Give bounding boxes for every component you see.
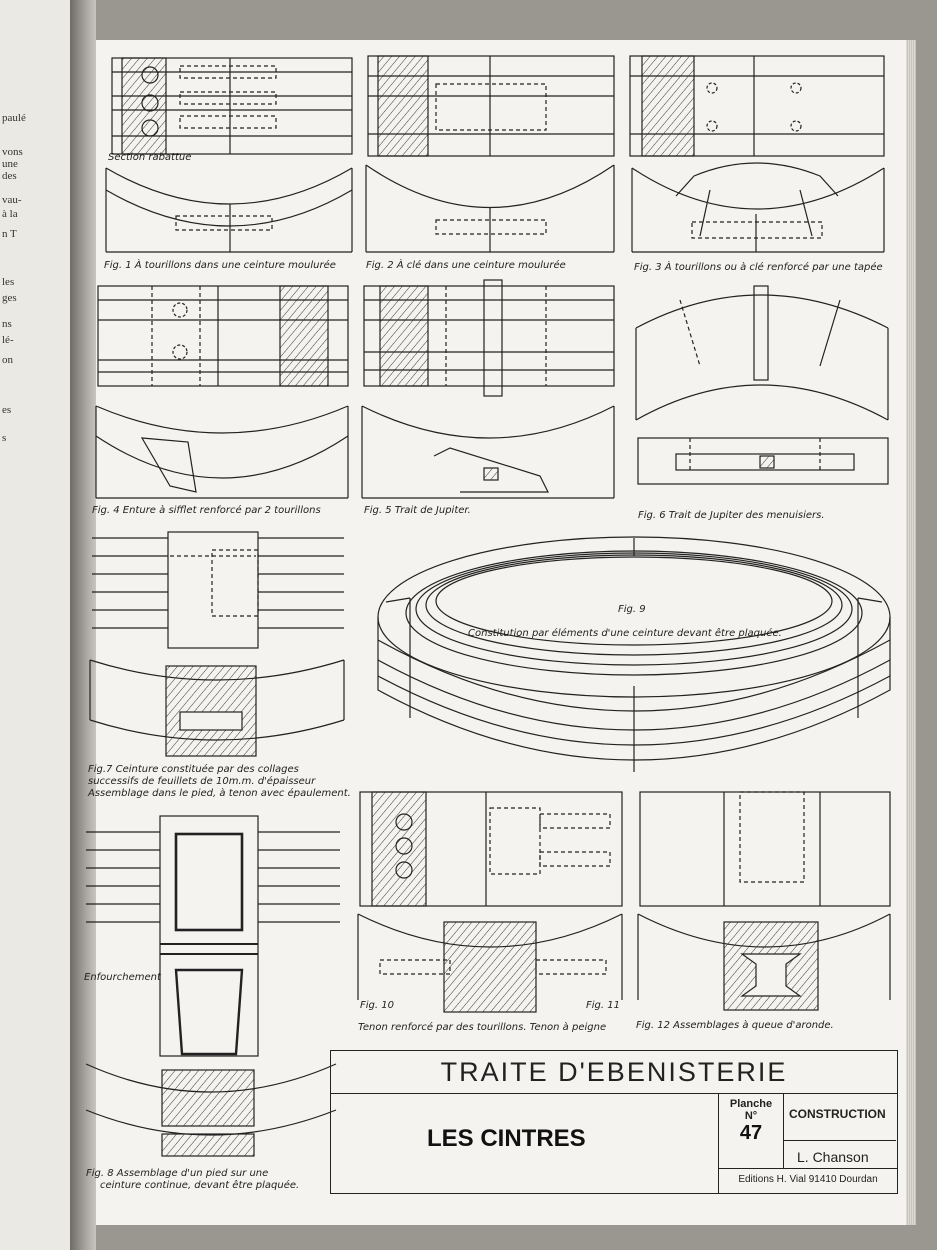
left-page-text-fragment: n T [2, 228, 17, 240]
category-label: CONSTRUCTION [783, 1093, 896, 1141]
fig4-caption: Fig. 4 Enture à sifflet renforcé par 2 t… [92, 505, 321, 516]
fig2-caption: Fig. 2 À clé dans une ceinture moulurée [366, 260, 566, 271]
left-page-text-fragment: on [2, 354, 13, 366]
fig8-drawing [85, 815, 340, 1157]
fig7-caption: Fig.7 Ceinture constituée par des collag… [88, 764, 351, 800]
fig3-caption: Fig. 3 À tourillons ou à clé renforcé pa… [634, 262, 883, 273]
fig8-caption-line1: Fig. 8 Assemblage d'un pied sur une [86, 1168, 269, 1179]
fig11-label: Fig. 11 [586, 1000, 620, 1011]
fig8-caption-line2: ceinture continue, devant être plaquée. [100, 1180, 300, 1191]
fig4-drawing [95, 285, 349, 499]
fig1-drawing [105, 57, 353, 253]
fig3-drawing [629, 55, 885, 253]
left-page-text-fragment: paulé [2, 112, 26, 124]
fig12-drawing [637, 791, 891, 1011]
planche-number: 47 [739, 1122, 763, 1144]
page-edges [906, 40, 916, 1225]
fig7-drawing [89, 531, 345, 757]
series-title: TRAITE D'EBENISTERIE [331, 1051, 897, 1094]
book-gutter [70, 0, 96, 1250]
left-page-text-fragment: à la [2, 208, 18, 220]
title-block: TRAITE D'EBENISTERIE LES CINTRES Planche… [330, 1050, 898, 1194]
fig2-drawing [365, 55, 615, 253]
left-page-text-fragment: lé- [2, 334, 14, 346]
enfourchement-label: Enfourchement [84, 972, 161, 983]
publisher-line: Editions H. Vial 91410 Dourdan [718, 1168, 897, 1193]
fig10-label: Fig. 10 [360, 1000, 394, 1011]
fig8-caption: Fig. 8 Assemblage d'un pied sur une cein… [86, 1168, 299, 1192]
plate-subject: LES CINTRES [427, 1125, 586, 1152]
category-box: CONSTRUCTION L. Chanson [783, 1093, 896, 1168]
fig10-11-caption: Tenon renforcé par des tourillons. Tenon… [358, 1022, 607, 1033]
fig1-caption: Fig. 1 À tourillons dans une ceinture mo… [104, 260, 336, 271]
fig7-caption-line2: successifs de feuillets de 10m.m. d'épai… [88, 776, 316, 787]
author-name: L. Chanson [797, 1149, 869, 1165]
fig12-caption: Fig. 12 Assemblages à queue d'aronde. [636, 1020, 834, 1031]
fig10-11-drawing [357, 791, 623, 1013]
planche-label: Planche [729, 1098, 773, 1110]
left-page-text-fragment: vau- [2, 194, 22, 206]
subject-area: LES CINTRES [331, 1093, 718, 1219]
left-page-text-fragment: les [2, 276, 15, 288]
left-page-text-fragment: ns [2, 318, 12, 330]
fig9-drawing [377, 536, 891, 772]
section-caption: Section rabattue [108, 152, 192, 163]
fig5-drawing [361, 279, 615, 499]
planche-box: Planche N° 47 [718, 1093, 784, 1168]
fig5-caption: Fig. 5 Trait de Jupiter. [364, 505, 471, 516]
planche-no-label: N° [744, 1110, 758, 1122]
fig6-drawing [635, 285, 889, 485]
fig7-caption-line1: Fig.7 Ceinture constituée par des collag… [88, 764, 299, 775]
fig9-caption: Constitution par éléments d'une ceinture… [468, 628, 782, 639]
left-page-text-fragment: vons [2, 146, 23, 158]
left-page-text-fragment: une [2, 158, 18, 170]
left-page-text-fragment: es [2, 404, 12, 416]
fig7-caption-line3: Assemblage dans le pied, à tenon avec ép… [88, 788, 351, 799]
fig6-caption: Fig. 6 Trait de Jupiter des menuisiers. [638, 510, 825, 521]
left-page-text-fragment: des [2, 170, 17, 182]
left-page-text-fragment: s [2, 432, 7, 444]
fig9-label: Fig. 9 [618, 604, 646, 615]
left-page-text-fragment: ges [2, 292, 17, 304]
